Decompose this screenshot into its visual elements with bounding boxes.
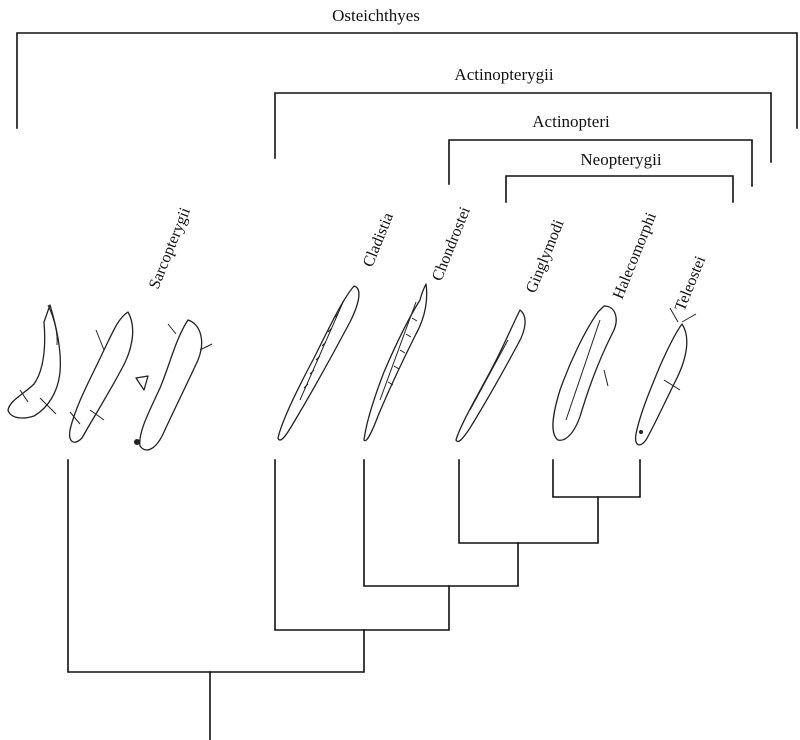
label-neopterygii: Neopterygii [580, 150, 661, 169]
sturgeon-illustration [363, 283, 428, 442]
label-ginglymodi: Ginglymodi [523, 217, 568, 296]
bowfin-illustration [552, 305, 617, 441]
lungfish-illustration [7, 304, 62, 419]
gar-illustration [455, 309, 526, 443]
label-osteichthyes: Osteichthyes [332, 6, 420, 25]
node-actinopterygii [274, 459, 450, 631]
label-cladistia: Cladistia [360, 210, 397, 269]
label-actinopteri: Actinopteri [532, 112, 610, 131]
teleost-illustration [634, 307, 697, 446]
label-actinopterygii: Actinopterygii [454, 65, 553, 84]
node-neopterygii [458, 459, 599, 544]
bracket-actinopteri [448, 139, 753, 187]
node-actinopteri [363, 459, 519, 587]
bracket-actinopterygii [274, 92, 772, 163]
node-osteichthyes [67, 459, 365, 673]
bracket-osteichthyes [16, 32, 798, 129]
lobefin-illustration [68, 311, 134, 443]
coelacanth-illustration [134, 319, 213, 451]
bichir-dorsal-finlets [303, 313, 339, 389]
bichir-illustration [277, 285, 360, 441]
node-halecomorphi-teleostei [552, 459, 641, 498]
label-chondrostei: Chondrostei [429, 204, 474, 283]
label-sarcopterygii: Sarcopterygii [146, 205, 194, 292]
bracket-neopterygii [505, 175, 734, 203]
label-halecomorphi: Halecomorphi [610, 210, 660, 302]
cladogram-tree [67, 459, 641, 740]
label-teleostei: Teleostei [672, 253, 710, 313]
